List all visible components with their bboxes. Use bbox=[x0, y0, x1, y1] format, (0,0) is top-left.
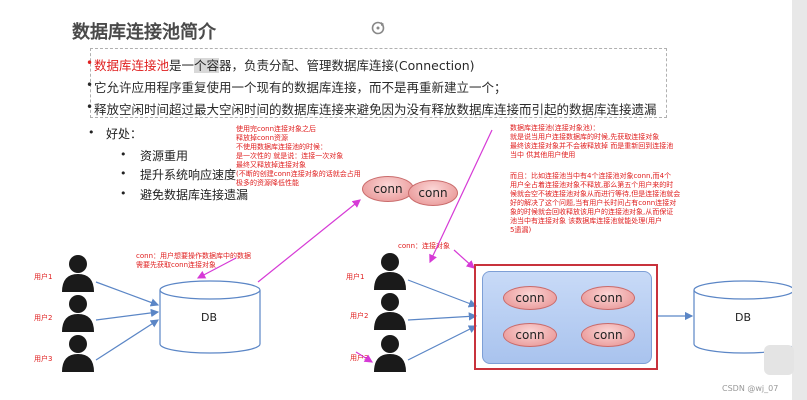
scrollbar-track[interactable] bbox=[792, 0, 807, 400]
conn-object: conn bbox=[362, 176, 414, 202]
user-label: 用户3 bbox=[350, 354, 369, 362]
bullet-box bbox=[90, 48, 667, 118]
page-title: 数据库连接池简介 bbox=[72, 22, 216, 43]
user-label: 用户2 bbox=[34, 314, 53, 322]
note-no-pool: 使用完conn连接对象之后 释放掉conn资源 不使用数据库连接池的时候： 是一… bbox=[236, 125, 361, 187]
bullet-line-1: 数据库连接池是一个容器，负责分配、管理数据库连接(Connection) bbox=[94, 58, 475, 73]
conn-object: conn bbox=[503, 323, 557, 347]
benefit-item: 避免数据库连接遗漏 bbox=[140, 188, 249, 202]
note-pool-definition: 数据库连接池(连接对象池)： 就是说当用户连接数据库的时候,先获取连接对象 最终… bbox=[510, 124, 674, 159]
refresh-icon[interactable] bbox=[370, 20, 386, 36]
db-label: DB bbox=[735, 311, 752, 324]
bullet-dot: • bbox=[86, 100, 94, 114]
user-label: 用户1 bbox=[34, 273, 53, 281]
bullet-dot: • bbox=[86, 78, 94, 92]
user-icons-left bbox=[62, 255, 94, 372]
note-pool-recycle: 而且：比如连接池当中有4个连接池对象conn,而4个 用户全占着连接池对象不释放… bbox=[510, 172, 681, 234]
conn-object: conn bbox=[408, 180, 458, 206]
benefit-item: 资源重用 bbox=[140, 149, 189, 163]
user-label: 用户2 bbox=[350, 312, 369, 320]
conn-object: conn bbox=[503, 286, 557, 310]
bullet-line-3: 释放空闲时间超过最大空闲时间的数据库连接来避免因为没有释放数据库连接而引起的数据… bbox=[94, 102, 657, 117]
conn-object: conn bbox=[581, 286, 635, 310]
person-icon bbox=[374, 335, 406, 372]
person-icon bbox=[374, 253, 406, 290]
benefits-heading: 好处： bbox=[106, 127, 143, 141]
user-icons-right bbox=[374, 253, 406, 372]
avatar[interactable] bbox=[764, 345, 794, 375]
person-icon bbox=[62, 335, 94, 372]
person-icon bbox=[62, 295, 94, 332]
connection-pool bbox=[482, 271, 652, 364]
bullet-dot: • bbox=[86, 56, 94, 70]
connection-pool-frame bbox=[474, 264, 658, 370]
user-label: 用户3 bbox=[34, 355, 53, 363]
note-conn-object: conn：用户想要操作数据库中的数据 需要先获取conn连接对象 bbox=[136, 252, 252, 269]
conn-label: conn：连接对象 bbox=[398, 242, 451, 250]
db-label: DB bbox=[201, 311, 218, 324]
database-icon-left bbox=[159, 280, 261, 354]
person-icon bbox=[374, 293, 406, 330]
bullet-line-2: 它允许应用程序重复使用一个现有的数据库连接，而不是再重新建立一个； bbox=[94, 80, 507, 95]
person-icon bbox=[62, 255, 94, 292]
user-label: 用户1 bbox=[346, 273, 365, 281]
conn-object: conn bbox=[581, 323, 635, 347]
watermark: CSDN @wj_07 bbox=[722, 384, 779, 393]
benefit-item: 提升系统响应速度 bbox=[140, 168, 237, 182]
